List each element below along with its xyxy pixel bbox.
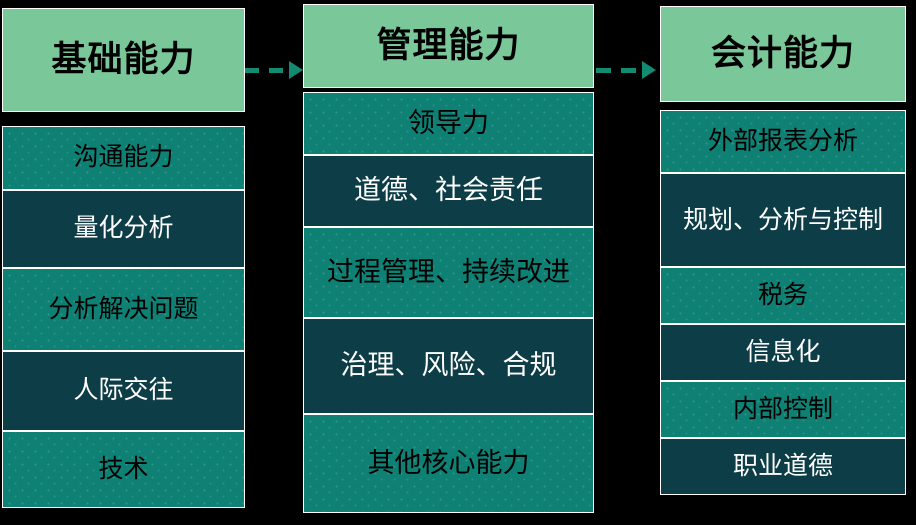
column-accounting: 会计能力 <box>660 6 906 515</box>
arrow-head-icon <box>642 61 656 79</box>
arrow-foundation-to-management <box>245 60 303 80</box>
list-item[interactable]: 道德、社会责任 <box>303 155 594 227</box>
list-item[interactable]: 外部报表分析 <box>660 110 906 173</box>
list-item[interactable]: 量化分析 <box>2 189 245 268</box>
arrow-dash-segment <box>596 67 611 73</box>
list-item[interactable]: 税务 <box>660 267 906 324</box>
list-item-label: 过程管理、持续改进 <box>327 256 570 288</box>
list-item-label: 内部控制 <box>732 394 833 424</box>
list-item[interactable]: 其他核心能力 <box>303 414 594 513</box>
column-foundation: 基础能力 <box>2 8 245 508</box>
column-management-rows: 领导力 道德、社会责任 过程管理、持续改进 治理、风险、合规 其他核心能力 <box>303 92 594 513</box>
list-item[interactable]: 内部控制 <box>660 381 906 438</box>
list-item[interactable]: 规划、分析与控制 <box>660 173 906 267</box>
list-item[interactable]: 职业道德 <box>660 438 906 495</box>
list-item-label: 外部报表分析 <box>707 126 858 156</box>
list-item-label: 职业道德 <box>732 451 833 481</box>
list-item-label: 其他核心能力 <box>367 447 530 479</box>
list-item-label: 沟通能力 <box>73 142 174 172</box>
arrow-dash-segment <box>245 67 259 73</box>
arrow-head-icon <box>289 61 303 79</box>
column-foundation-rows: 沟通能力 量化分析 分析解决问题 人际交往 技术 <box>2 126 245 508</box>
list-item[interactable]: 沟通能力 <box>2 126 245 190</box>
list-item-label: 信息化 <box>745 337 821 367</box>
list-item-label: 道德、社会责任 <box>354 175 543 207</box>
column-header-management[interactable]: 管理能力 <box>303 4 594 88</box>
arrow-management-to-accounting <box>596 60 658 80</box>
list-item-label: 规划、分析与控制 <box>682 204 883 234</box>
list-item[interactable]: 技术 <box>2 430 245 508</box>
arrow-dash-segment <box>621 67 636 73</box>
list-item-label: 技术 <box>98 453 149 483</box>
column-accounting-rows: 外部报表分析 规划、分析与控制 税务 信息化 内部控制 职业道德 <box>660 110 906 515</box>
list-item[interactable]: 治理、风险、合规 <box>303 318 594 414</box>
list-item-label: 人际交往 <box>73 375 174 405</box>
column-management: 管理能力 <box>303 4 594 513</box>
list-item[interactable]: 分析解决问题 <box>2 267 245 351</box>
list-item-label: 分析解决问题 <box>48 293 199 323</box>
list-item-label: 治理、风险、合规 <box>340 350 557 382</box>
list-item-label: 领导力 <box>408 107 489 139</box>
list-item[interactable]: 领导力 <box>303 92 594 155</box>
column-header-foundation[interactable]: 基础能力 <box>2 8 245 112</box>
list-item[interactable]: 人际交往 <box>2 350 245 431</box>
list-item[interactable]: 过程管理、持续改进 <box>303 227 594 318</box>
arrow-dash-segment <box>269 67 283 73</box>
list-item[interactable]: 信息化 <box>660 324 906 381</box>
column-header-accounting[interactable]: 会计能力 <box>660 6 906 102</box>
list-item-label: 税务 <box>757 280 808 310</box>
list-item-label: 量化分析 <box>73 213 174 243</box>
